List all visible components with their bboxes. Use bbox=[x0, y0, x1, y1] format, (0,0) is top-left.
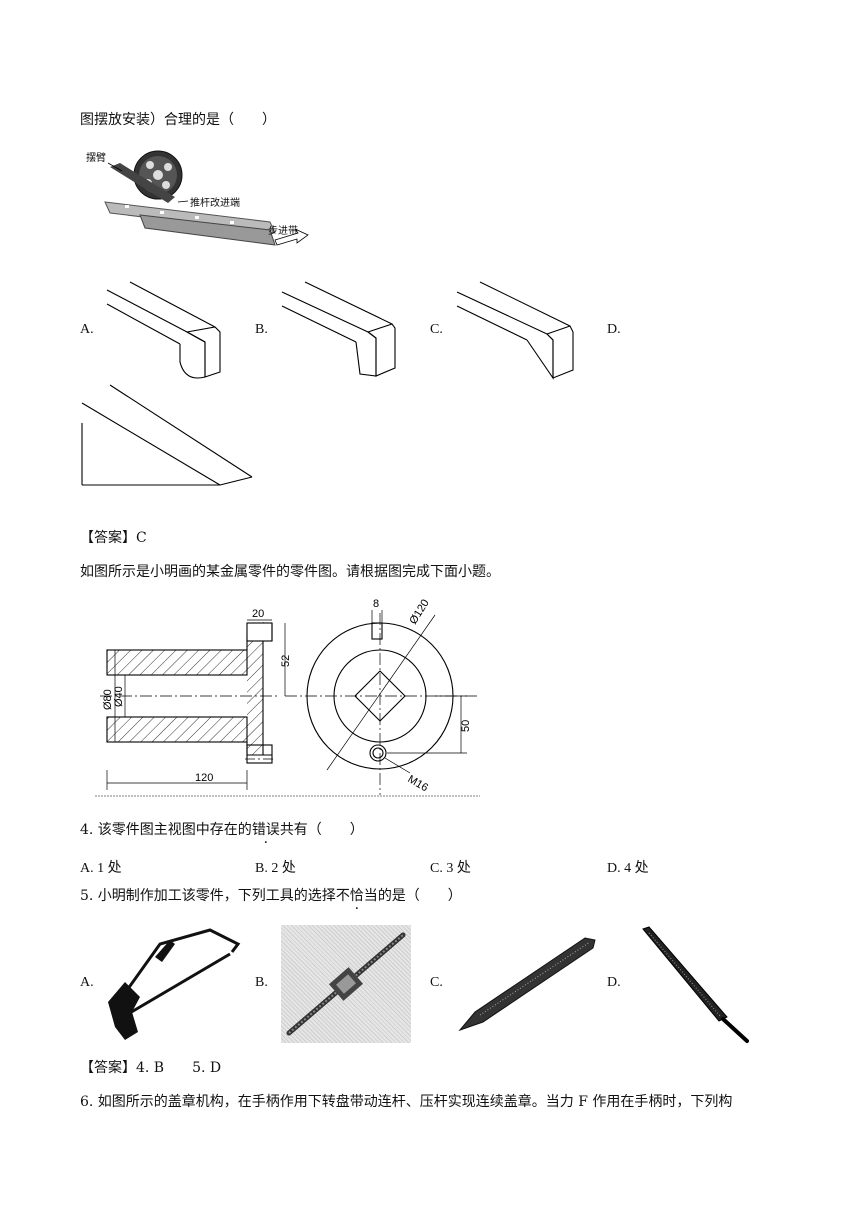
q5-option-a-label: A. bbox=[80, 975, 94, 990]
q3-option-d-label: D. bbox=[607, 322, 621, 337]
q5-option-b-label: B. bbox=[255, 975, 268, 990]
dim-52: 52 bbox=[280, 655, 292, 667]
q3-option-b-label: B. bbox=[255, 322, 268, 337]
file-image bbox=[642, 926, 749, 1043]
part-drawing: 20 52 Ø80 Ø40 120 8 Ø120 50 M16 bbox=[95, 597, 480, 797]
question-5-stem: 5. 小明制作加工该零件，下列工具的选择不恰当的是（ ） bbox=[80, 886, 462, 906]
label-belt: 步进带 bbox=[268, 226, 298, 237]
q3-option-a-figure bbox=[106, 281, 221, 379]
q3-option-b-figure bbox=[281, 281, 396, 377]
question-6-stem: 6. 如图所示的盖章机构，在手柄作用下转盘带动连杆、压杆实现连续盖章。当力 F … bbox=[80, 1094, 733, 1110]
dim-phi80: Ø80 bbox=[102, 689, 114, 710]
q3-answer: 【答案】C bbox=[80, 530, 147, 546]
group-intro: 如图所示是小明画的某金属零件的零件图。请根据图完成下面小题。 bbox=[80, 564, 500, 580]
question-4-stem: 4. 该零件图主视图中存在的错误共有（ ） bbox=[80, 820, 364, 840]
label-push-rod: 推杆改进端 bbox=[190, 198, 240, 209]
q3-option-c-label: C. bbox=[430, 322, 443, 337]
hacksaw-image bbox=[108, 928, 241, 1040]
q5-option-c-label: C. bbox=[430, 975, 443, 990]
q5-option-d-label: D. bbox=[607, 975, 621, 990]
q3-mechanism-figure bbox=[104, 150, 309, 246]
q4-option-d: D. 4 处 bbox=[607, 861, 649, 876]
q3-option-c-figure bbox=[456, 281, 574, 380]
dim-8: 8 bbox=[373, 598, 379, 610]
label-arm: 摆臂 bbox=[86, 153, 106, 164]
q4-option-c: C. 3 处 bbox=[430, 861, 471, 876]
tap-wrench-image bbox=[286, 932, 406, 1036]
tap-image bbox=[458, 937, 596, 1032]
question-3-stem-tail: 图摆放安装）合理的是（ ） bbox=[80, 112, 276, 128]
dim-phi120: Ø120 bbox=[407, 597, 431, 626]
q3-option-a-label: A. bbox=[80, 322, 94, 337]
q4-option-b: B. 2 处 bbox=[255, 861, 296, 876]
dim-20: 20 bbox=[252, 608, 264, 620]
dim-m16: M16 bbox=[406, 773, 431, 794]
dim-50: 50 bbox=[460, 720, 472, 732]
q3-option-d-figure bbox=[81, 384, 253, 486]
dim-phi40: Ø40 bbox=[113, 686, 125, 707]
dim-120: 120 bbox=[195, 772, 213, 784]
q4-option-a: A. 1 处 bbox=[80, 861, 122, 876]
q4-5-answer: 【答案】4. B 5. D bbox=[80, 1060, 222, 1076]
